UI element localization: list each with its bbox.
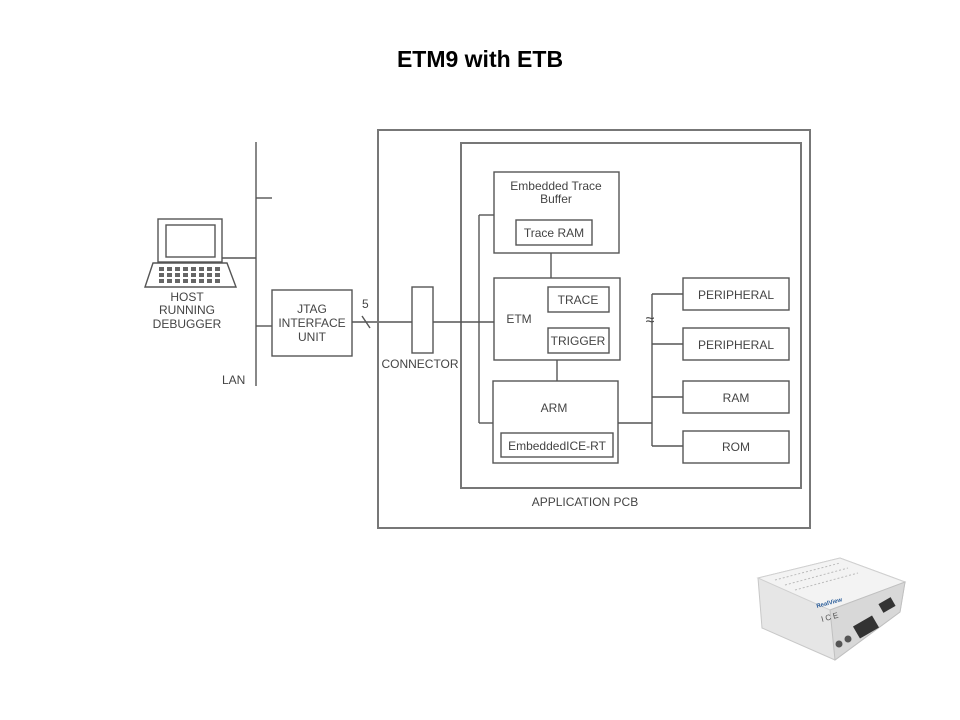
keyboard-key — [167, 267, 172, 271]
etm-label: ETM — [506, 312, 531, 326]
connector-label: CONNECTOR — [381, 357, 458, 371]
etb-label-line-2: Buffer — [540, 192, 572, 206]
host-label-line-2: RUNNING — [159, 303, 215, 317]
keyboard-key — [199, 267, 204, 271]
trace-ram-box — [515, 219, 593, 246]
keyboard-key — [191, 267, 196, 271]
keyboard-key — [167, 279, 172, 283]
application-pcb-box — [460, 142, 802, 489]
keyboard-key — [183, 273, 188, 277]
keyboard-key — [175, 273, 180, 277]
rom-box — [682, 430, 790, 464]
arm-label: ARM — [541, 401, 568, 415]
jtag-interface-unit-box — [271, 289, 353, 357]
etb-label-line-1: Embedded Trace — [510, 179, 602, 193]
jtag-label-line-2: INTERFACE — [278, 316, 345, 330]
slide-title: ETM9 with ETB — [396, 46, 564, 72]
lan-label: LAN — [222, 373, 245, 387]
trace-label: TRACE — [558, 293, 599, 307]
laptop-icon — [144, 218, 238, 288]
realview-ice-photo: RealView ICE — [756, 557, 907, 661]
host-label-line-1: HOST — [170, 290, 204, 304]
embeddedice-rt-box — [500, 432, 614, 458]
trigger-box — [547, 327, 610, 354]
keyboard-key — [167, 273, 172, 277]
peripheral-box-1 — [682, 277, 790, 311]
keyboard-key — [159, 273, 164, 277]
keyboard-key — [199, 279, 204, 283]
connector-box — [411, 286, 434, 354]
keyboard-key — [207, 273, 212, 277]
rom-label: ROM — [722, 440, 750, 454]
peripheral-label-2: PERIPHERAL — [698, 338, 774, 352]
target-system-box — [377, 129, 811, 529]
trace-ram-label: Trace RAM — [524, 226, 584, 240]
keyboard-key — [215, 279, 220, 283]
keyboard-key — [191, 279, 196, 283]
keyboard-key — [191, 273, 196, 277]
keyboard-key — [175, 279, 180, 283]
keyboard-key — [215, 267, 220, 271]
jtag-label-line-1: JTAG — [297, 302, 327, 316]
jtag-label-line-3: UNIT — [298, 330, 327, 344]
trace-box — [547, 286, 610, 313]
keyboard-key — [183, 279, 188, 283]
bus-break-symbol: ≈ — [646, 312, 655, 329]
ram-label: RAM — [723, 391, 750, 405]
keyboard-key — [215, 273, 220, 277]
peripheral-label-1: PERIPHERAL — [698, 288, 774, 302]
embeddedice-rt-label: EmbeddedICE-RT — [508, 439, 606, 453]
keyboard-key — [207, 279, 212, 283]
keyboard-key — [159, 267, 164, 271]
bus-width-label: 5 — [362, 297, 369, 311]
host-label-line-3: DEBUGGER — [153, 317, 222, 331]
keyboard-key — [199, 273, 204, 277]
keyboard-key — [159, 279, 164, 283]
application-pcb-label: APPLICATION PCB — [532, 495, 638, 509]
bus-width-slash — [361, 315, 371, 329]
keyboard-key — [183, 267, 188, 271]
keyboard-key — [175, 267, 180, 271]
keyboard-key — [207, 267, 212, 271]
peripheral-box-2 — [682, 327, 790, 361]
ram-box — [682, 380, 790, 414]
trigger-label: TRIGGER — [551, 334, 606, 348]
